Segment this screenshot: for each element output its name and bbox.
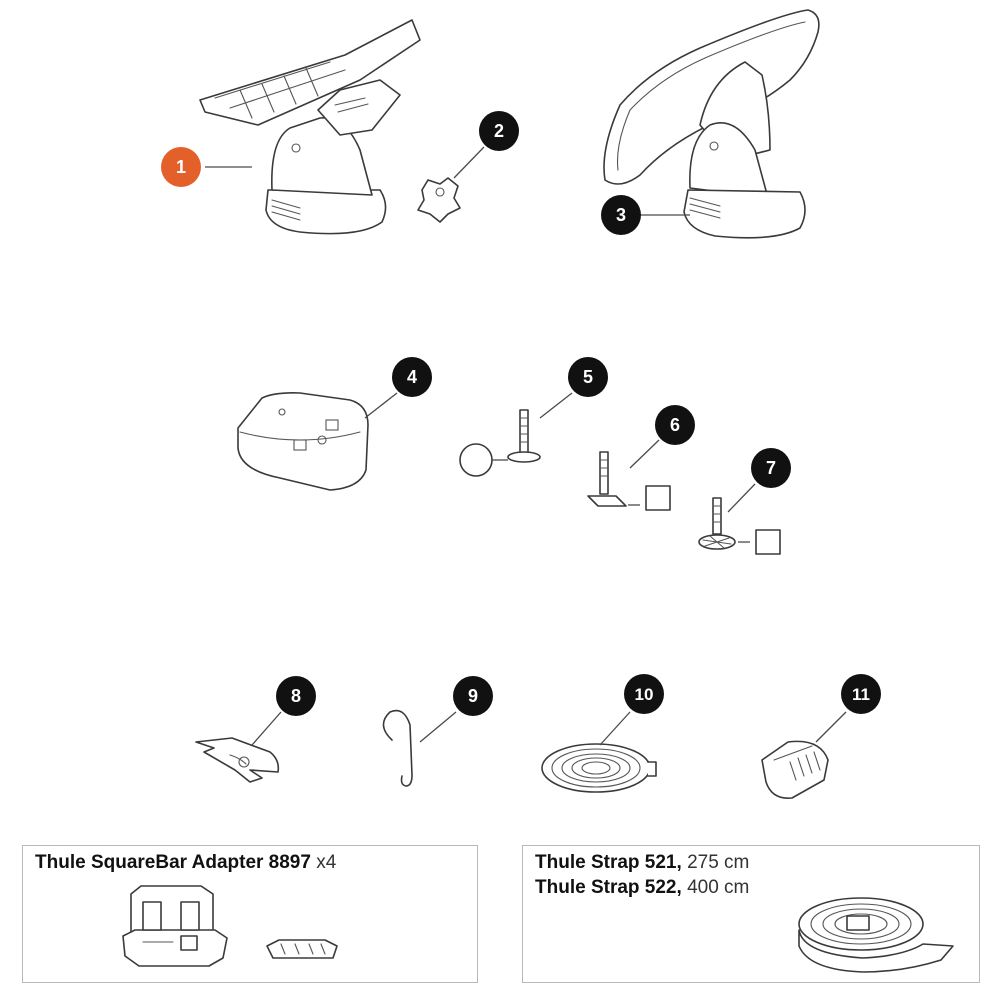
leader-lines: [205, 146, 847, 746]
leader-9: [419, 711, 457, 743]
badge-circle-2: [479, 111, 519, 151]
adapter-name: Thule SquareBar Adapter 8897: [35, 852, 311, 873]
kayak-cradle-front-icon: [199, 19, 421, 235]
badge-number-4: 4: [407, 367, 417, 387]
badge-4: 4: [392, 357, 432, 397]
badge-number-10: 10: [635, 685, 654, 704]
kayak-pad-rear-icon: [603, 9, 820, 239]
badge-number-11: 11: [852, 685, 870, 704]
badge-7: 7: [751, 448, 791, 488]
t-bolt-toothed-icon: [698, 497, 781, 555]
badge-5: 5: [568, 357, 608, 397]
leader-6: [629, 439, 660, 469]
badge-number-1: 1: [176, 157, 186, 177]
strap-line-521: Thule Strap 521, 275 cm: [535, 852, 749, 874]
strap-roll-icon: [798, 897, 954, 973]
badge-8: 8: [276, 676, 316, 716]
badge-circle-11: [841, 674, 881, 714]
adapter-box: Thule SquareBar Adapter 8897 x4: [22, 845, 478, 983]
strap-522-length: 400 cm: [687, 877, 750, 898]
leader-7: [727, 483, 756, 513]
strap-coil-icon: [541, 743, 657, 793]
base-plate-icon: [237, 392, 369, 491]
badge-9: 9: [453, 676, 493, 716]
leader-4: [364, 392, 398, 419]
badge-2: 2: [479, 111, 519, 151]
leader-10: [599, 711, 631, 746]
t-bolt-round-washer-icon: [459, 409, 541, 477]
badge-number-5: 5: [583, 367, 593, 387]
badge-6: 6: [655, 405, 695, 445]
leader-8: [251, 711, 282, 746]
badge-circle-5: [568, 357, 608, 397]
badge-number-8: 8: [291, 686, 301, 706]
badge-number-6: 6: [670, 415, 680, 435]
badge-circle-1: [161, 147, 201, 187]
star-knob-icon: [417, 177, 461, 223]
badge-circle-9: [453, 676, 493, 716]
leader-11: [815, 711, 847, 743]
strap-box: Thule Strap 521, 275 cm Thule Strap 522,…: [522, 845, 980, 983]
adapter-title: Thule SquareBar Adapter 8897 x4: [35, 852, 336, 874]
badge-3: 3: [601, 195, 641, 235]
badge-1: 1: [161, 147, 201, 187]
tool-key-icon: [195, 737, 280, 783]
badge-circle-6: [655, 405, 695, 445]
badge-10: 10: [624, 674, 664, 714]
strap-buckle-icon: [761, 740, 829, 799]
badge-number-2: 2: [494, 121, 504, 141]
strap-line-522: Thule Strap 522, 400 cm: [535, 877, 749, 899]
badge-circle-4: [392, 357, 432, 397]
strap-522-name: Thule Strap 522,: [535, 877, 682, 898]
badge-circle-3: [601, 195, 641, 235]
hook-icon: [382, 709, 413, 787]
badge-11: 11: [841, 674, 881, 714]
badge-circle-7: [751, 448, 791, 488]
leader-5: [539, 392, 573, 419]
number-badges: 1 2 3 4 5 6 7 8 9 10 11: [161, 111, 881, 716]
t-bolt-square-washer-icon: [587, 451, 671, 511]
strap-521-name: Thule Strap 521,: [535, 852, 682, 873]
badge-number-3: 3: [616, 205, 626, 225]
badge-number-9: 9: [468, 686, 478, 706]
badge-circle-8: [276, 676, 316, 716]
leader-2: [453, 146, 485, 179]
squarebar-adapter-icon: [122, 885, 338, 967]
badge-number-7: 7: [766, 458, 776, 478]
strap-521-length: 275 cm: [687, 852, 750, 873]
adapter-qty: x4: [316, 852, 337, 873]
badge-circle-10: [624, 674, 664, 714]
